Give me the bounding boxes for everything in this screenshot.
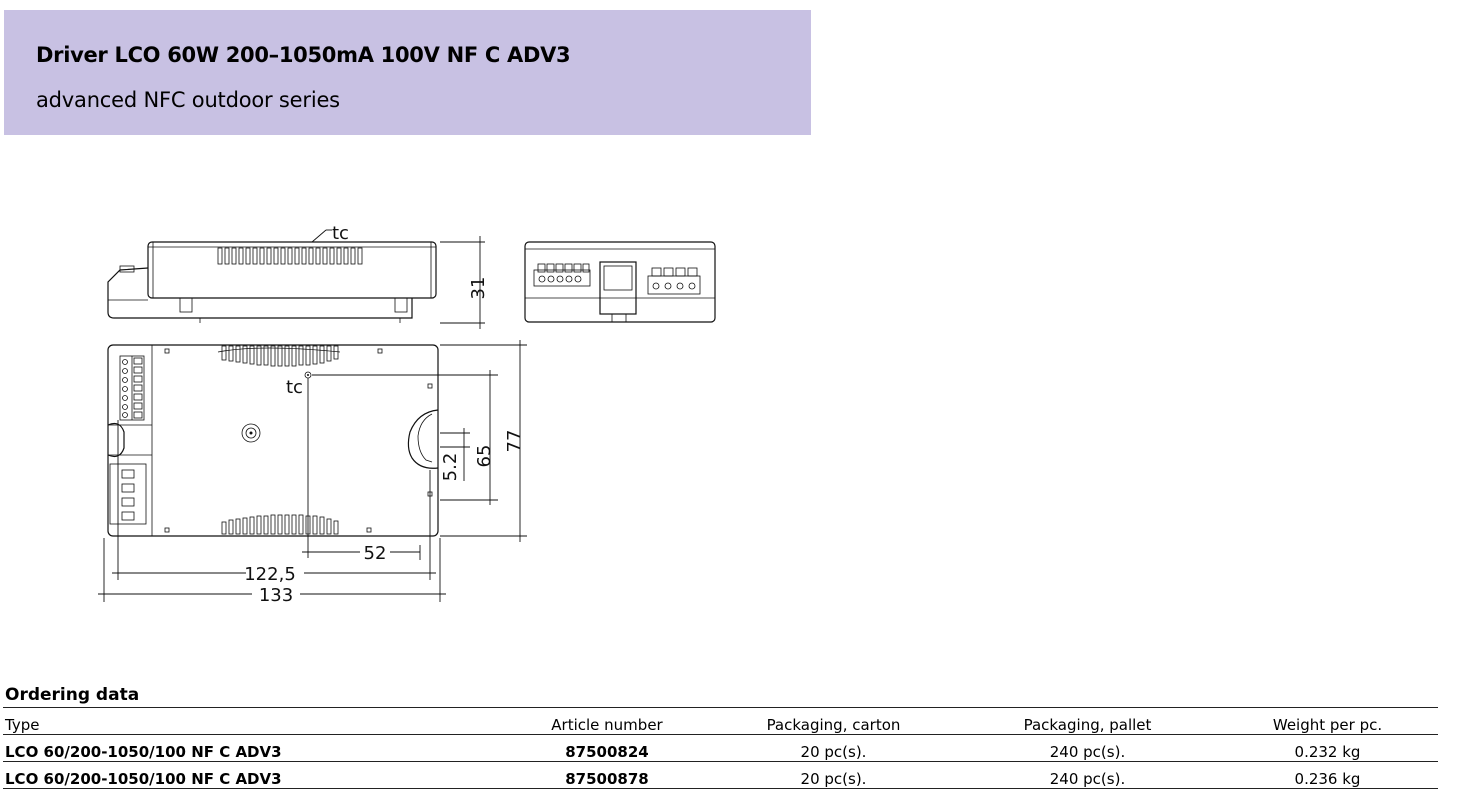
cell-packaging-carton: 20 pc(s). [709,761,958,789]
side-view: tc 31 [107,223,489,329]
cell-type: LCO 60/200-1050/100 NF C ADV3 [3,734,505,762]
dimension-drawing: tc 31 [98,223,716,606]
top-view: tc 77 65 5.2 [107,340,527,558]
table-row: LCO 60/200-1050/100 NF C ADV3 87500824 2… [3,734,1438,762]
cell-packaging-pallet: 240 pc(s). [958,734,1217,762]
ordering-table: Type Article number Packaging, carton Pa… [3,707,1438,789]
cell-article-number: 87500878 [505,761,709,789]
end-view [524,241,716,323]
width-total-dimension: 77 [504,430,525,453]
column-header-type: Type [3,707,505,735]
product-subtitle: advanced NFC outdoor series [36,88,340,112]
table-header-row: Type Article number Packaging, carton Pa… [3,707,1438,735]
bottom-dimensions: 52 122,5 133 [98,420,446,606]
tc-top-label: tc [286,377,303,398]
side-vent-slots [217,247,363,265]
cell-packaging-pallet: 240 pc(s). [958,761,1217,789]
cell-type: LCO 60/200-1050/100 NF C ADV3 [3,761,505,789]
cell-packaging-carton: 20 pc(s). [709,734,958,762]
column-header-packaging-pallet: Packaging, pallet [958,707,1217,735]
height-dimension: 31 [468,277,489,300]
cell-weight: 0.236 kg [1217,761,1438,789]
length-total-dimension: 133 [259,585,293,606]
top-vent-slots [217,345,341,535]
ordering-data-title: Ordering data [5,685,140,705]
product-header: Driver LCO 60W 200–1050mA 100V NF C ADV3… [4,10,811,135]
tc-side-label: tc [332,223,349,244]
column-header-weight: Weight per pc. [1217,707,1438,735]
tc-offset-dimension: 52 [364,543,387,564]
cell-weight: 0.232 kg [1217,734,1438,762]
slot-dimension: 5.2 [440,453,461,482]
cell-article-number: 87500824 [505,734,709,762]
column-header-article-number: Article number [505,707,709,735]
table-row: LCO 60/200-1050/100 NF C ADV3 87500878 2… [3,761,1438,789]
width-inner-dimension: 65 [474,445,495,468]
product-title: Driver LCO 60W 200–1050mA 100V NF C ADV3 [36,43,571,67]
hole-distance-dimension: 122,5 [244,564,296,585]
column-header-packaging-carton: Packaging, carton [709,707,958,735]
